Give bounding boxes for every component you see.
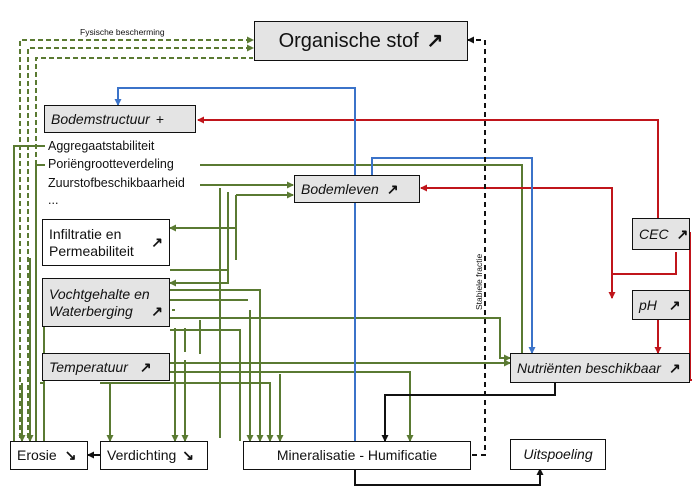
node-label: CEC: [639, 225, 669, 242]
trend-up-icon: ↗: [151, 234, 163, 250]
label-aggregaatstabiliteit: Aggregaatstabiliteit: [48, 139, 155, 153]
node-bodemleven: Bodemleven ↗: [294, 175, 420, 203]
node-label-line1: Infiltratie en: [49, 225, 122, 242]
trend-up-icon: ↗: [676, 225, 689, 242]
trend-up-icon: ↗: [139, 358, 152, 375]
green-links: [13, 145, 523, 442]
black-dashed-link: [467, 36, 486, 456]
dashed-green-links: [19, 36, 254, 446]
label-zuurstofbeschikbaarheid: Zuurstofbeschikbaarheid: [48, 176, 185, 190]
node-label: pH: [639, 296, 657, 313]
node-erosie: Erosie ↘: [10, 441, 88, 470]
node-organische-stof: Organische stof ↗: [254, 21, 468, 61]
trend-up-icon: ↗: [386, 180, 399, 197]
node-uitspoeling: Uitspoeling: [510, 439, 606, 470]
node-mineralisatie-humificatie: Mineralisatie - Humificatie: [243, 441, 471, 470]
trend-up-icon: ↗: [668, 296, 681, 313]
edge-label-stabiele-fractie: Stabiele fractie: [474, 253, 484, 310]
node-temperatuur: Temperatuur ↗: [42, 353, 170, 381]
node-ph: pH ↗: [632, 290, 690, 320]
edge-label-fysische-bescherming: Fysische bescherming: [80, 27, 165, 37]
node-label: Verdichting: [107, 447, 177, 463]
node-label: Bodemleven: [301, 180, 379, 197]
node-label-line2: Permeabiliteit: [49, 242, 134, 259]
node-cec: CEC ↗: [632, 218, 690, 250]
trend-down-icon: ↘: [182, 447, 195, 463]
black-links: [87, 383, 556, 486]
node-vochtgehalte-waterberging: Vochtgehalte en Waterberging ↗: [42, 278, 170, 327]
trend-up-icon: ↗: [426, 29, 444, 52]
node-nutrienten-beschikbaar: Nutriënten beschikbaar ↗: [510, 353, 690, 383]
node-bodemstructuur: Bodemstructuur +: [44, 105, 196, 133]
node-label: Mineralisatie - Humificatie: [276, 447, 438, 463]
node-label: Nutriënten beschikbaar: [517, 359, 661, 376]
trend-up-icon: ↗: [668, 359, 681, 376]
plus-icon: +: [155, 110, 165, 127]
node-verdichting: Verdichting ↘: [100, 441, 208, 470]
node-label: Bodemstructuur: [51, 110, 150, 127]
node-infiltratie-permeabiliteit: Infiltratie en Permeabiliteit ↗: [42, 219, 170, 266]
node-label: Organische stof: [278, 29, 419, 52]
node-label-line1: Vochtgehalte en: [49, 285, 150, 302]
trend-up-icon: ↗: [151, 303, 163, 319]
node-label-line2: Waterberging: [49, 302, 133, 319]
node-label: Erosie: [17, 447, 57, 463]
label-poriengrootteverdeling: Poriëngrootteverdeling: [48, 157, 174, 171]
node-label: Temperatuur: [49, 358, 128, 375]
node-label: Uitspoeling: [523, 446, 593, 462]
trend-down-icon: ↘: [64, 447, 77, 463]
blue-links: [114, 87, 536, 441]
label-ellipsis: ...: [48, 193, 59, 207]
